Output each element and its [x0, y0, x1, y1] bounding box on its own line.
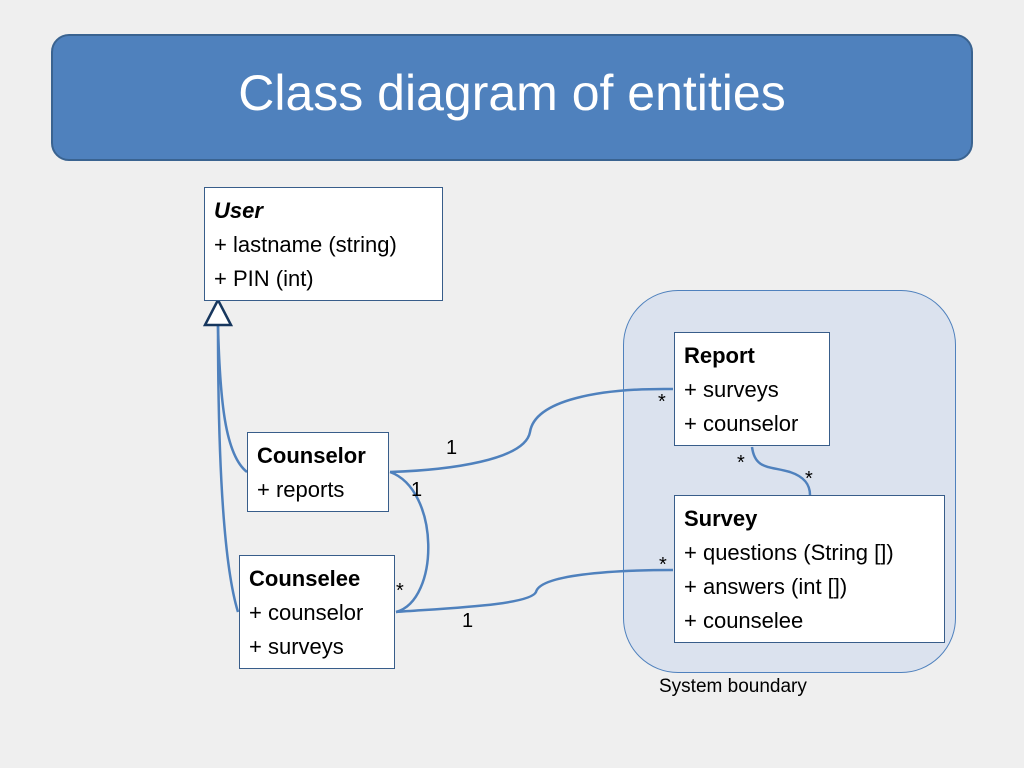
- class-survey-name: Survey: [684, 506, 758, 531]
- class-survey[interactable]: Survey + questions (String []) + answers…: [674, 495, 945, 643]
- system-boundary-label: System boundary: [659, 676, 807, 697]
- class-counselor-attribute: + reports: [257, 477, 345, 502]
- title-banner: Class diagram of entities: [51, 34, 973, 161]
- multiplicity-counselor-report-1: 1: [446, 437, 458, 459]
- association-report-survey: [750, 446, 812, 496]
- class-user-attribute: + lastname (string): [214, 232, 397, 257]
- multiplicity-counselor-counselee-1: 1: [411, 479, 423, 501]
- multiplicity-report-survey-report-star: *: [737, 452, 745, 474]
- association-counselee-survey: [395, 568, 674, 614]
- class-survey-attribute: + counselee: [684, 608, 804, 633]
- multiplicity-counselee-survey-1: 1: [462, 610, 474, 632]
- class-survey-attribute: + answers (int []): [684, 574, 848, 599]
- class-counselee-name: Counselee: [249, 566, 361, 591]
- class-counselee-attribute: + surveys: [249, 634, 344, 659]
- association-counselor-counselee: [389, 470, 430, 614]
- generalization-arrowhead: [202, 297, 234, 327]
- multiplicity-report-survey-survey-star: *: [805, 468, 813, 490]
- multiplicity-counselor-report-star: *: [658, 391, 666, 413]
- class-counselee-attribute: + counselor: [249, 600, 364, 625]
- class-counselor[interactable]: Counselor + reports: [247, 432, 389, 512]
- class-user-name: User: [214, 198, 263, 223]
- generalization-counselor-user: [216, 325, 248, 473]
- class-survey-attribute: + questions (String []): [684, 540, 894, 565]
- multiplicity-counselee-survey-star: *: [659, 554, 667, 576]
- class-counselee[interactable]: Counselee + counselor + surveys: [239, 555, 395, 669]
- generalization-counselee-user: [216, 325, 240, 613]
- class-report-attribute: + counselor: [684, 411, 799, 436]
- class-report-attribute: + surveys: [684, 377, 779, 402]
- page-title: Class diagram of entities: [238, 64, 786, 121]
- association-counselor-report: [389, 387, 674, 474]
- class-report[interactable]: Report + surveys + counselor: [674, 332, 830, 446]
- class-user-attribute: + PIN (int): [214, 266, 314, 291]
- class-counselor-name: Counselor: [257, 443, 366, 468]
- class-user[interactable]: User + lastname (string) + PIN (int): [204, 187, 443, 301]
- class-report-name: Report: [684, 343, 755, 368]
- multiplicity-counselor-counselee-star: *: [396, 580, 404, 602]
